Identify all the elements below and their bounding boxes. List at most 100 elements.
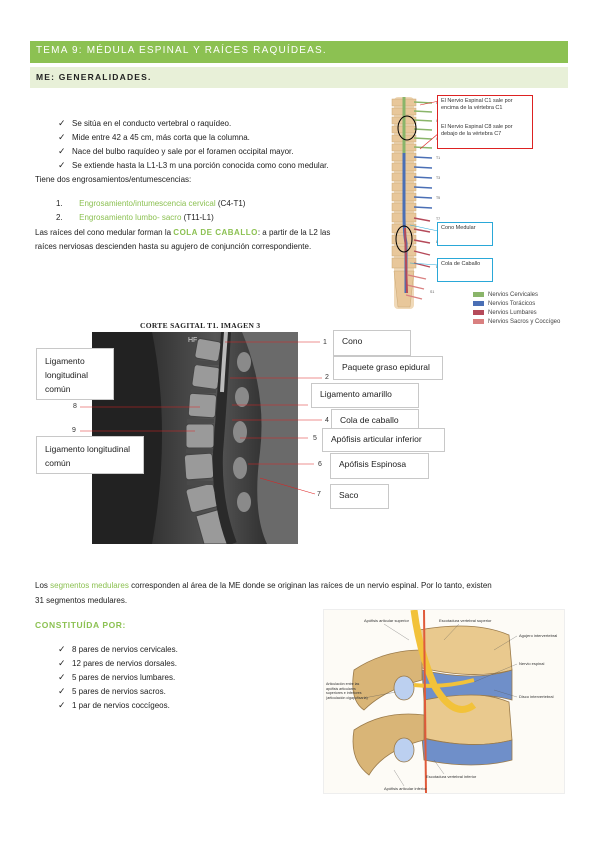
legend-label: Nervios Lumbares [488, 310, 537, 317]
par-text: 5 pares de nervios lumbares. [72, 673, 176, 682]
mri-corner-label: HF [188, 337, 197, 344]
label-ligamento-longitudinal-2: Ligamento longitudinal común [36, 436, 144, 474]
subtitle-bar: ME: GENERALIDADES. [30, 67, 568, 88]
engrosamiento-range: (T11-L1) [183, 213, 214, 222]
legend-swatch [473, 310, 484, 315]
bullet-3: ✓ Nace del bulbo raquídeo y sale por el f… [58, 146, 293, 157]
nerve-roots [405, 101, 433, 300]
label-ligamento-longitudinal-1: Ligamento longitudinal común [36, 348, 114, 400]
list-number: 1. [56, 199, 63, 208]
svg-text:S1: S1 [430, 290, 434, 294]
check-icon: ✓ [58, 658, 66, 668]
bullet-2: ✓ Mide entre 42 a 45 cm, más corta que la… [58, 132, 250, 143]
check-icon: ✓ [58, 160, 66, 170]
cola-line-1: Las raíces del cono medular forman la CO… [35, 228, 330, 237]
section-subtitle: ME: GENERALIDADES. [36, 72, 152, 82]
engrosamiento-name: Engrosamiento lumbo- sacro [79, 213, 182, 222]
svg-text:T7: T7 [436, 217, 440, 221]
page-title: TEMA 9: MÉDULA ESPINAL Y RAÍCES RAQUÍDEA… [36, 45, 327, 56]
legend-label: Nervios Sacros y Coccígeo [488, 319, 561, 326]
label-apofisis-articular: Apófisis articular inferior [322, 428, 445, 452]
par-item-1: ✓ 8 pares de nervios cervicales. [58, 644, 178, 655]
bullet-4: ✓ Se extiende hasta la L1-L3 m una porció… [58, 160, 329, 171]
legend-item-toracico: Nervios Torácicos [473, 301, 560, 310]
svg-text:T3: T3 [436, 176, 440, 180]
engrosamiento-range: (C4-T1) [217, 199, 246, 208]
segmentos-line-2: 31 segmentos medulares. [35, 596, 128, 605]
bullet-1: ✓Se sitúa en el conducto vertebral o raq… [58, 118, 231, 129]
callout-cola-text: Cola de Caballo [441, 261, 481, 267]
legend-swatch [473, 319, 484, 324]
mri-caption: CORTE SAGITAL T1. IMAGEN 3 [140, 321, 261, 330]
par-text: 12 pares de nervios dorsales. [72, 659, 177, 668]
bullet-text: Se sitúa en el conducto vertebral o raqu… [72, 119, 232, 128]
check-icon: ✓ [58, 644, 66, 654]
cola-text: Las raíces del cono medular forman la [35, 228, 174, 237]
legend-item-sacro: Nervios Sacros y Coccígeo [473, 319, 560, 328]
label-cono: Cono [333, 330, 411, 356]
segmentos-text: Los [35, 581, 51, 590]
cervical-circle [397, 115, 417, 141]
segmentos-text: corresponden al área de la ME donde se o… [128, 581, 492, 590]
mri-number-6: 6 [318, 461, 322, 468]
spine-legend: Nervios Cervicales Nervios Torácicos Ner… [473, 292, 560, 328]
par-item-4: ✓ 5 pares de nervios sacros. [58, 686, 166, 697]
vertebra-label-1: Escotadura vertebral superior [439, 618, 492, 623]
vertebra-label-5: Escotadura vertebral inferior [426, 774, 477, 779]
callout-cono-text: Cono Medular [441, 225, 476, 231]
vertebra-label-7: Articulación entre las apófisis articula… [326, 682, 368, 700]
par-text: 1 par de nervios coccígeos. [72, 701, 170, 710]
legend-swatch [473, 292, 484, 297]
bullet-text: Mide entre 42 a 45 cm, más corta que la … [72, 133, 250, 142]
par-item-3: ✓ 5 pares de nervios lumbares. [58, 672, 175, 683]
engrosamiento-item-2: 2. Engrosamiento lumbo- sacro (T11-L1) [56, 213, 214, 222]
label-apofisis-espinosa: Apófisis Espinosa [330, 453, 429, 479]
cola-line-2: raíces nerviosas descienden hasta su agu… [35, 242, 312, 251]
par-text: 8 pares de nervios cervicales. [72, 645, 178, 654]
mri-number-5: 5 [313, 435, 317, 442]
label-paquete-graso: Paquete graso epidural [333, 356, 443, 380]
mri-number-8: 8 [73, 403, 77, 410]
par-text: 5 pares de nervios sacros. [72, 687, 166, 696]
vertebra-label-6: Apófisis articular inferior [384, 786, 427, 791]
check-icon: ✓ [58, 700, 66, 710]
legend-item-lumbar: Nervios Lumbares [473, 310, 560, 319]
callout-c1-c8: El Nervio Espinal C1 sale por encima de … [437, 95, 533, 149]
vertebra-figure: Apófisis articular superior Escotadura v… [323, 609, 565, 794]
mri-number-1: 1 [323, 339, 327, 346]
cola-highlight: COLA DE CABALLO [173, 228, 258, 237]
mri-number-7: 7 [317, 491, 321, 498]
par-item-2: ✓ 12 pares de nervios dorsales. [58, 658, 177, 669]
svg-text:T5: T5 [436, 196, 440, 200]
check-icon: ✓ [58, 146, 66, 156]
mri-number-9: 9 [72, 427, 76, 434]
vertebra-label-0: Apófisis articular superior [364, 618, 410, 623]
par-item-5: ✓ 1 par de nervios coccígeos. [58, 700, 170, 711]
check-icon: ✓ [58, 132, 66, 142]
spine-illustration: C1C3C5T1 T3T5T7L1 L3S1 [391, 97, 441, 309]
vertebra-label-3: Nervio espinal [519, 661, 544, 666]
check-icon: ✓ [58, 686, 66, 696]
engrosamiento-item-1: 1. Engrosamiento/intumescencia cervical … [56, 199, 245, 208]
mri-number-2: 2 [325, 374, 329, 381]
legend-item-cervical: Nervios Cervicales [473, 292, 560, 301]
legend-label: Nervios Cervicales [488, 292, 539, 299]
spinal-nerves-figure: C1C3C5T1 T3T5T7L1 L3S1 [380, 93, 570, 333]
bullet-text: Nace del bulbo raquídeo y sale por el fo… [72, 147, 294, 156]
title-bar: TEMA 9: MÉDULA ESPINAL Y RAÍCES RAQUÍDEA… [30, 41, 568, 63]
segmentos-line-1: Los segmentos medulares corresponden al … [35, 581, 492, 590]
mri-number-4: 4 [325, 417, 329, 424]
callout-cola-caballo: Cola de Caballo [437, 258, 493, 282]
cola-text: : a partir de la L2 las [257, 228, 331, 237]
callout-c8-text: El Nervio Espinal C8 sale por debajo de … [441, 124, 513, 137]
vertebra-label-2: Agujero intervertebral [519, 633, 557, 638]
bullet-text: Se extiende hasta la L1-L3 m una porción… [72, 161, 329, 170]
constituida-label: CONSTITUÍDA POR: [35, 620, 126, 630]
check-icon: ✓ [58, 672, 66, 682]
svg-text:T1: T1 [436, 156, 440, 160]
vertebra-illustration: Apófisis articular superior Escotadura v… [326, 609, 557, 794]
legend-swatch [473, 301, 484, 306]
callout-c1-text: El Nervio Espinal C1 sale por encima de … [441, 98, 513, 111]
callout-cono-medular: Cono Medular [437, 222, 493, 246]
